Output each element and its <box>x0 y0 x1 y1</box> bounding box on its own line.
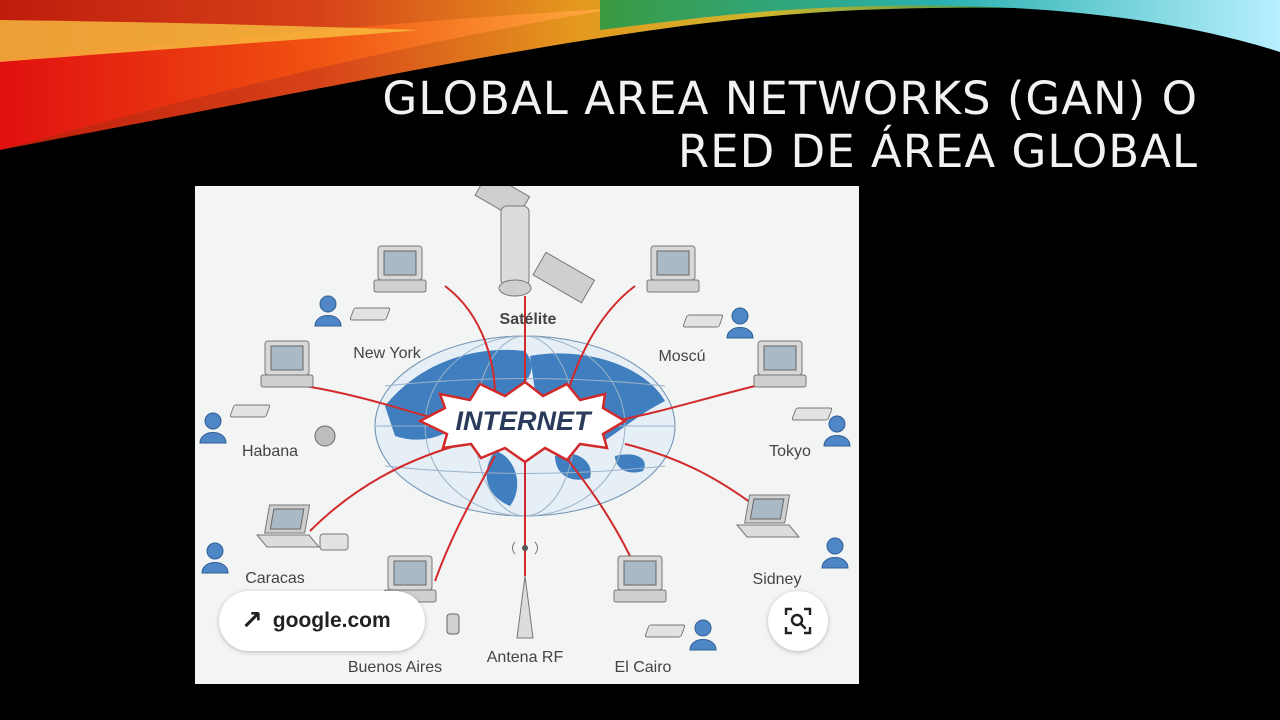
computer-icon <box>753 340 807 388</box>
user-icon <box>726 307 754 339</box>
user-icon <box>314 295 342 327</box>
keyboard-icon <box>682 314 724 328</box>
visual-search-icon <box>784 607 812 635</box>
internet-label: INTERNET <box>456 406 594 436</box>
computer-icon <box>613 555 667 603</box>
laptop-icon <box>736 494 800 538</box>
visual-search-button[interactable] <box>768 591 828 651</box>
user-icon <box>199 412 227 444</box>
user-icon <box>821 537 849 569</box>
computer-icon <box>646 245 700 293</box>
label-havana: Habana <box>242 443 298 460</box>
label-satellite: Satélite <box>500 311 557 328</box>
label-cairo: El Cairo <box>615 659 672 676</box>
user-icon <box>689 619 717 651</box>
label-sydney: Sidney <box>753 571 802 588</box>
label-caracas: Caracas <box>245 570 305 587</box>
user-icon <box>201 542 229 574</box>
source-domain: google.com <box>272 609 391 632</box>
antenna-icon <box>512 541 538 639</box>
laptop-icon <box>256 504 320 548</box>
network-links <box>304 285 756 582</box>
phone-icon <box>314 425 336 447</box>
network-diagram-image[interactable]: INTERNET <box>195 186 859 684</box>
decorative-swoosh <box>0 0 1280 158</box>
mobile-phone-icon <box>446 613 460 635</box>
slide-title-line-1: GLOBAL AREA NETWORKS (GAN) O <box>382 72 1198 125</box>
device-icon <box>319 533 349 551</box>
keyboard-icon <box>644 624 686 638</box>
user-icon <box>823 415 851 447</box>
satellite-icon <box>474 186 596 304</box>
label-antenna: Antena RF <box>487 649 564 666</box>
keyboard-icon <box>791 407 833 421</box>
label-tokyo: Tokyo <box>769 443 811 460</box>
label-buenos-aires: Buenos Aires <box>348 659 442 676</box>
label-moscow: Moscú <box>658 348 705 365</box>
slide-title-line-2: RED DE ÁREA GLOBAL <box>677 125 1198 178</box>
computer-icon <box>260 340 314 388</box>
arrow-up-right-icon: ↗ <box>241 606 263 636</box>
internet-starburst: INTERNET <box>417 380 628 464</box>
keyboard-icon <box>349 307 391 321</box>
computer-icon <box>373 245 427 293</box>
source-link-chip[interactable]: ↗ google.com <box>219 591 425 651</box>
network-diagram: INTERNET <box>199 186 851 676</box>
keyboard-icon <box>229 404 271 418</box>
label-new-york: New York <box>353 345 422 362</box>
